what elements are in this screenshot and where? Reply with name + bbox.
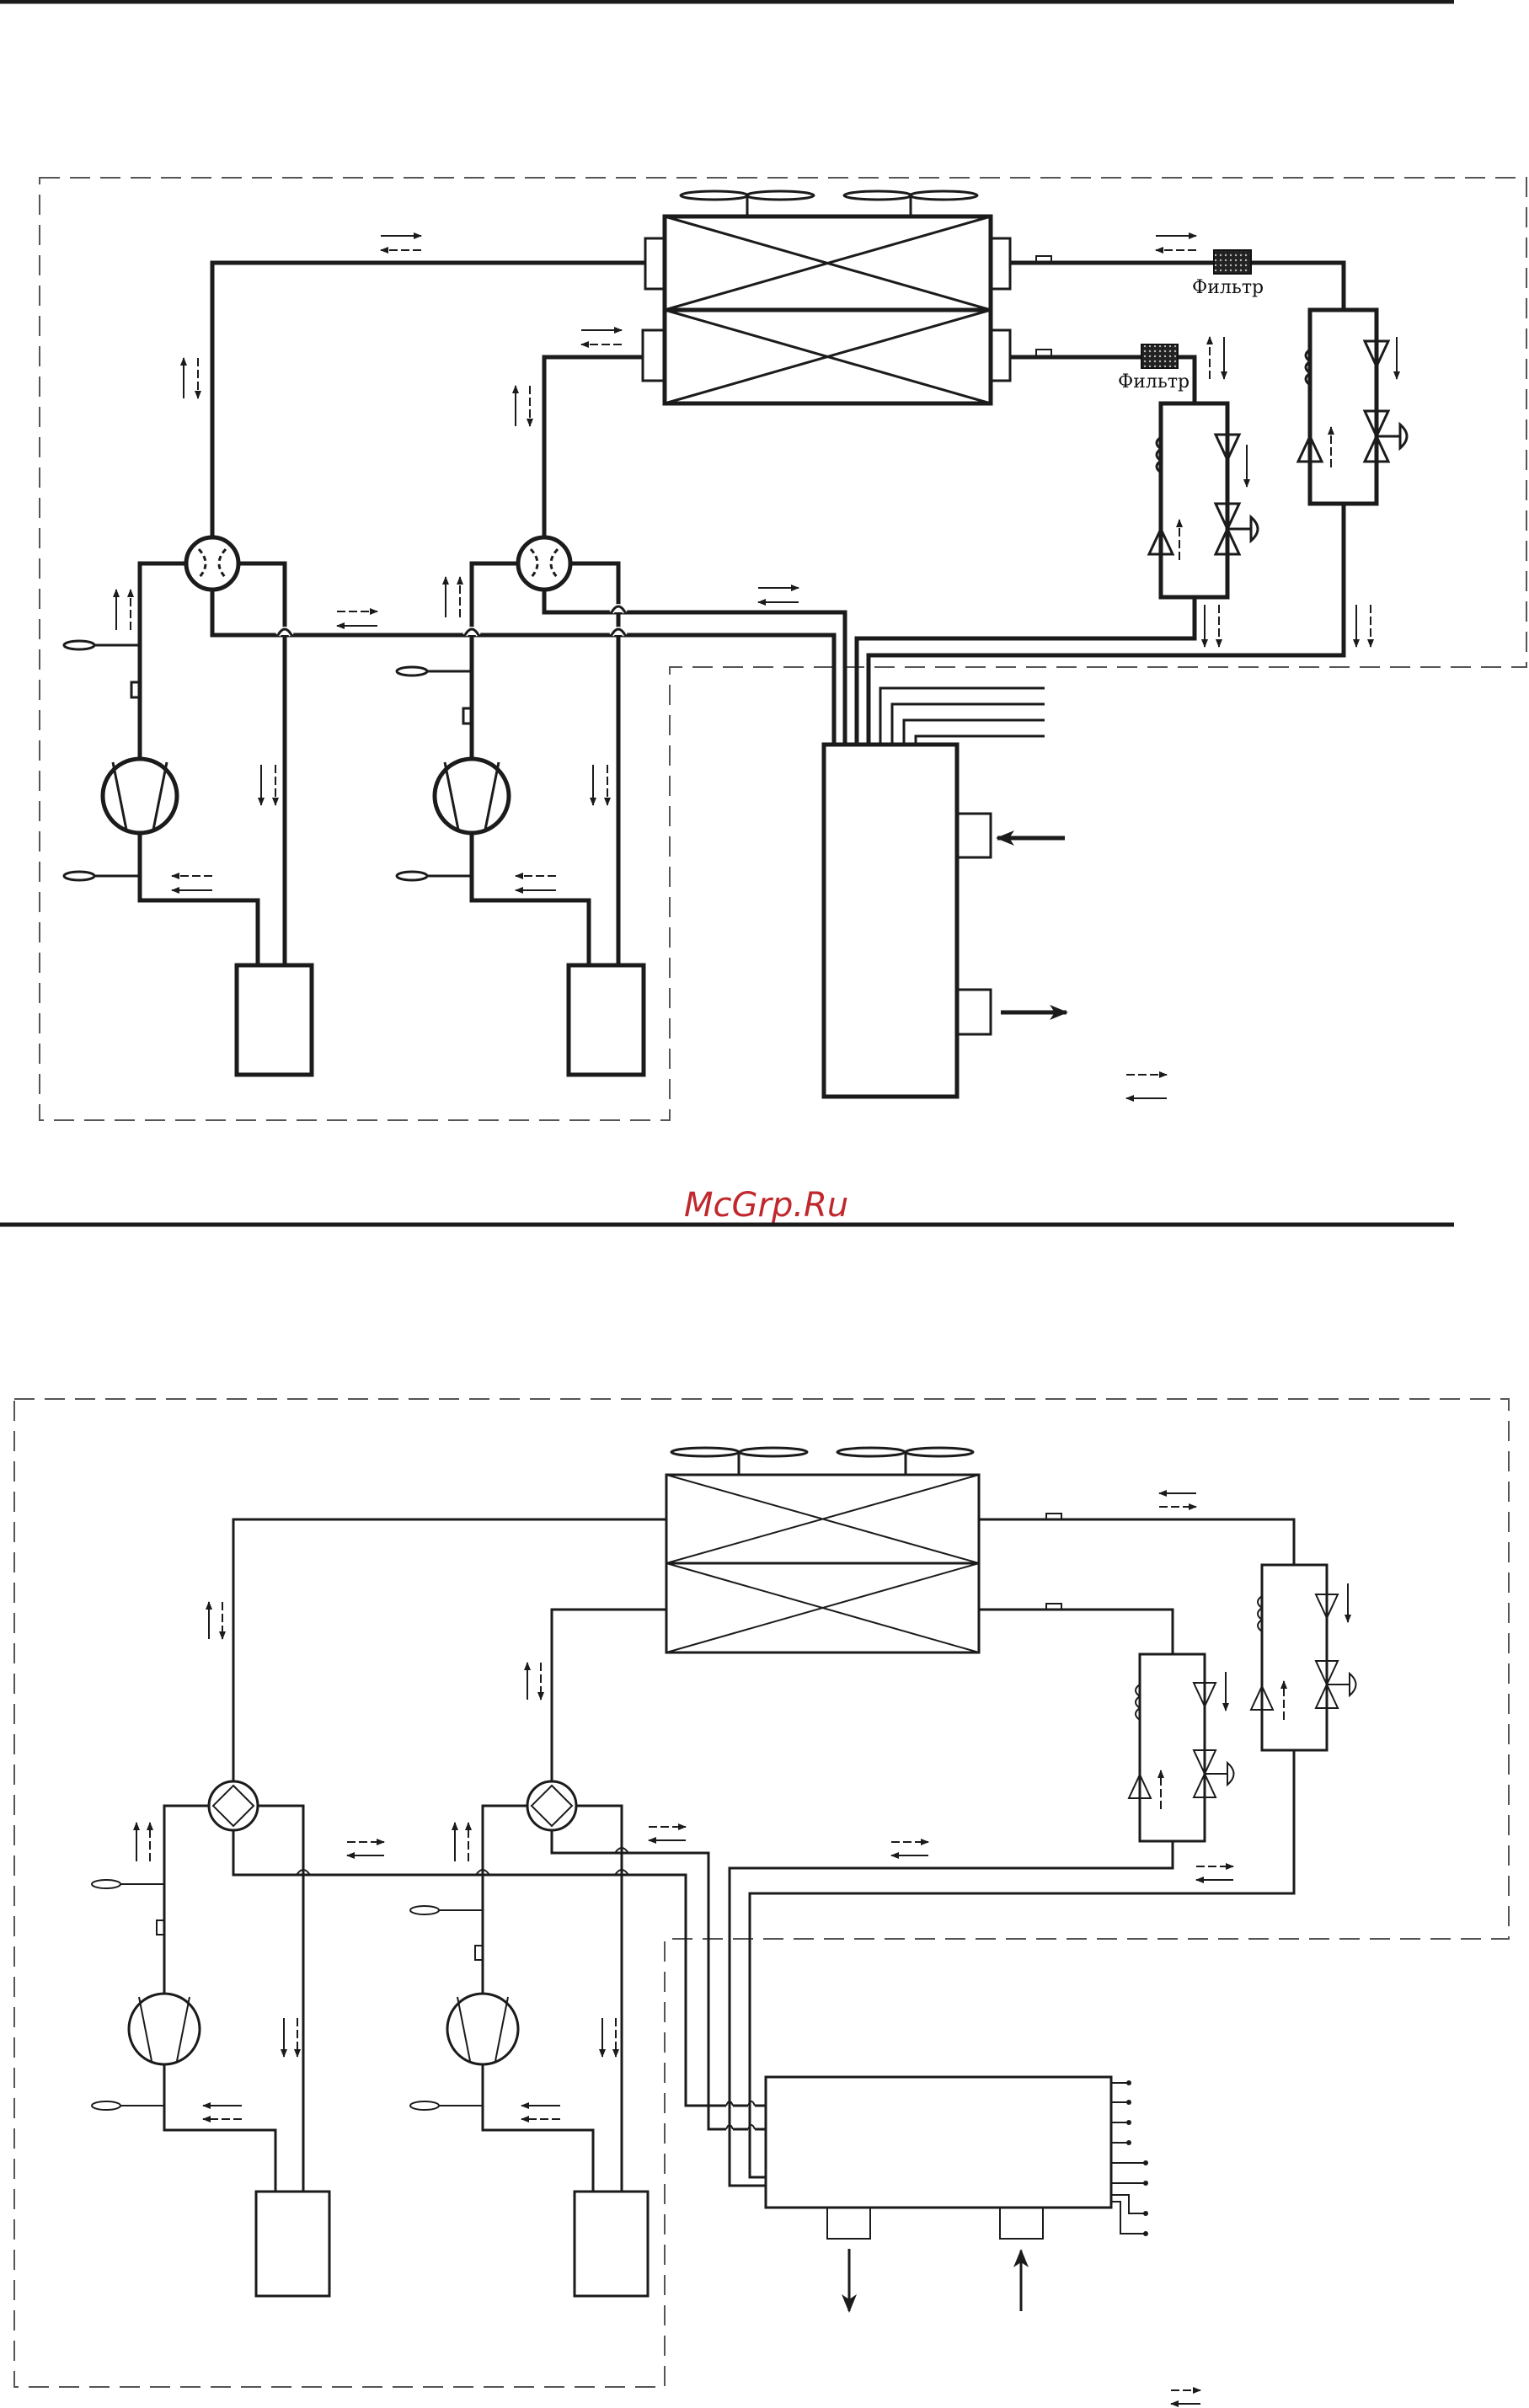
expansion-valve-unit-1a xyxy=(1298,310,1407,504)
accumulator-1a xyxy=(237,965,312,1075)
compressor-1a xyxy=(103,759,177,833)
compressor-2a xyxy=(129,1994,200,2064)
four-way-valve-2b xyxy=(527,1781,576,1830)
filter-2-icon xyxy=(1141,344,1178,368)
accumulator-1b xyxy=(569,965,644,1075)
filter-1-label: Фильтр xyxy=(1192,277,1264,298)
expansion-valve-unit-2b xyxy=(1129,1654,1234,1841)
compressor-2b xyxy=(447,1994,518,2064)
piping-2 xyxy=(164,1519,1294,2192)
four-way-valve-2a xyxy=(209,1781,258,1830)
accumulator-2a xyxy=(256,2192,329,2296)
filter-1-icon xyxy=(1214,250,1251,274)
diagram-2 xyxy=(14,1399,1509,2404)
filter-2-label: Фильтр xyxy=(1118,371,1190,392)
flow-arrows-2 xyxy=(136,1493,1348,2404)
compressor-1b xyxy=(435,759,509,833)
heat-exchanger-2 xyxy=(666,1475,1061,1652)
indoor-unit-2 xyxy=(766,2077,1148,2311)
fans-2 xyxy=(671,1448,973,1475)
expansion-valve-unit-1b xyxy=(1149,403,1258,597)
accumulator-2b xyxy=(575,2192,648,2296)
diagram-1: Фильтр Фильтр xyxy=(40,178,1526,1120)
expansion-valve-unit-2a xyxy=(1251,1565,1356,1750)
four-way-valve-1a xyxy=(186,537,238,590)
service-ports-2 xyxy=(92,1880,483,2110)
indoor-unit-1 xyxy=(824,688,1067,1097)
fans-1 xyxy=(681,191,977,216)
outdoor-unit-boundary-1 xyxy=(40,178,1526,1120)
four-way-valve-1b xyxy=(518,537,570,590)
watermark: McGrp.Ru xyxy=(684,1186,848,1225)
heat-exchanger-1 xyxy=(643,216,1051,403)
